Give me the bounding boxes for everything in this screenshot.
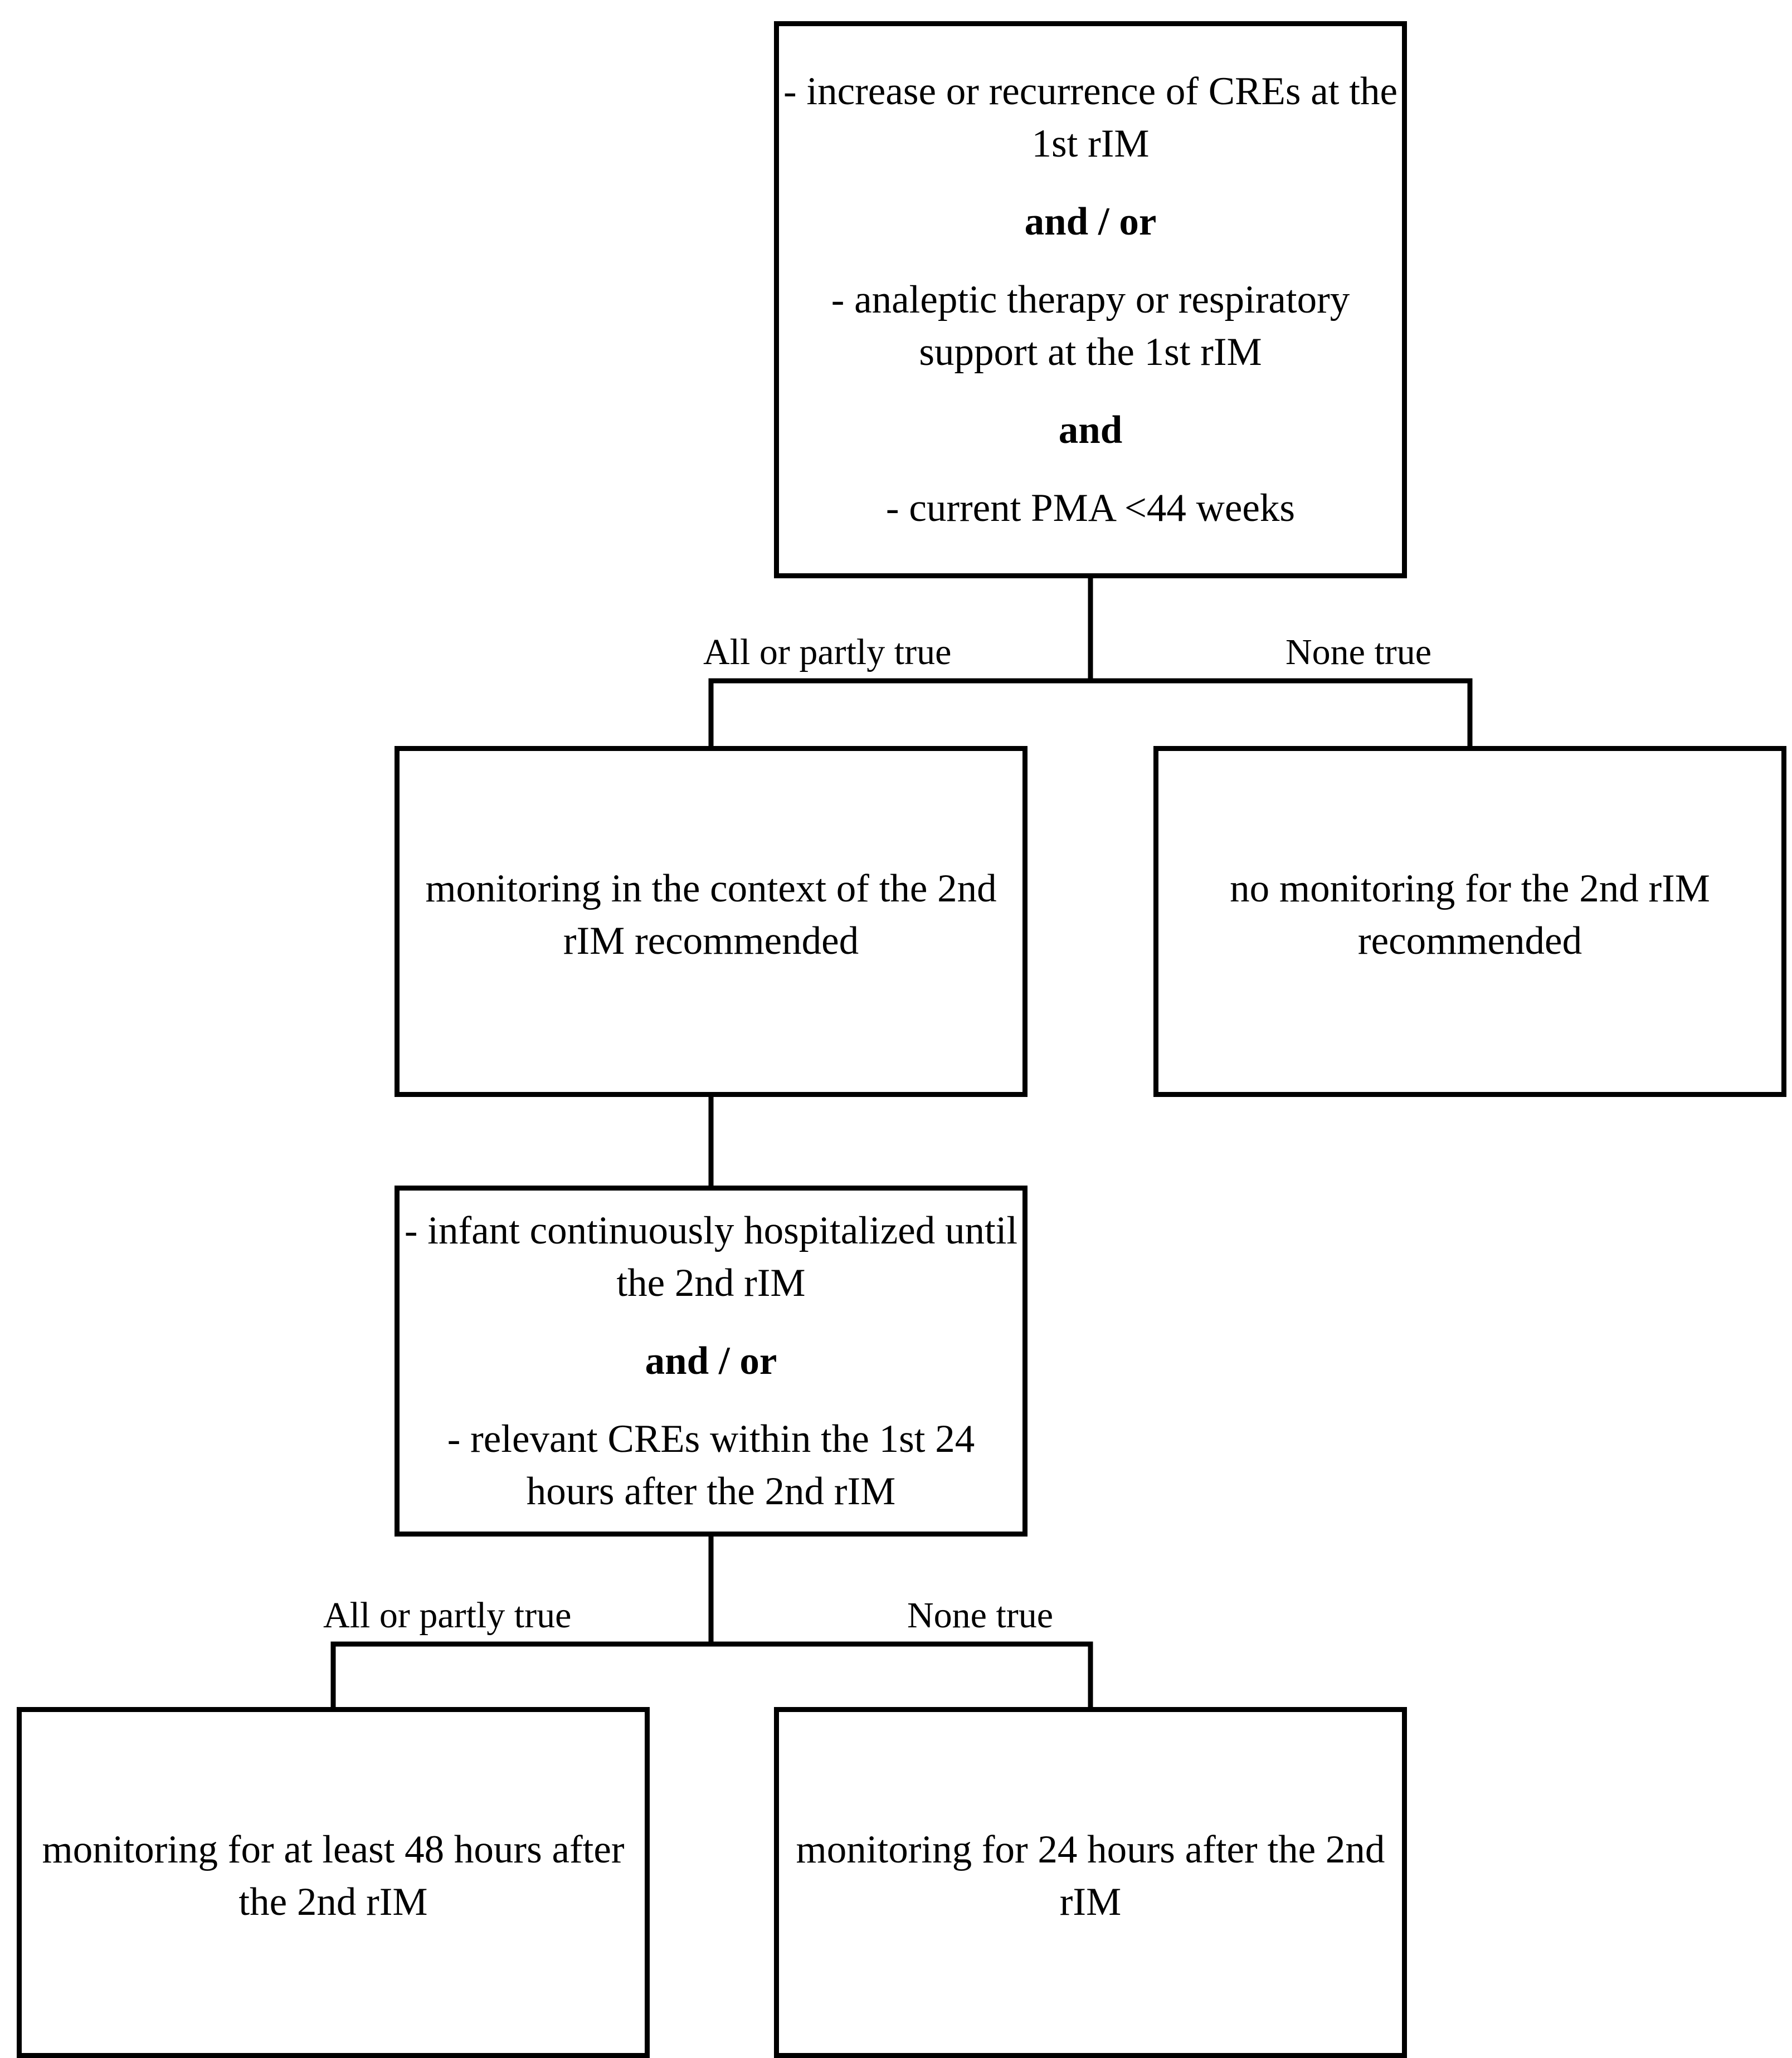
conjunction-and-or: and / or xyxy=(645,1339,777,1383)
criterion-analeptic-therapy: - analeptic therapy or respiratory suppo… xyxy=(831,278,1350,374)
outcome-text: monitoring for 24 hours after the 2nd rI… xyxy=(796,1828,1385,1924)
criterion-continuously-hospitalized: - infant continuously hospitalized until… xyxy=(404,1209,1018,1305)
outcome-text: monitoring for at least 48 hours after t… xyxy=(42,1828,625,1924)
branch-label-none-true: None true xyxy=(1285,632,1432,672)
branch-label-all-or-partly-true: All or partly true xyxy=(703,632,952,672)
outcome-text: monitoring in the context of the 2nd rIM… xyxy=(425,867,997,963)
criterion-relevant-cres: - relevant CREs within the 1st 24 hours … xyxy=(447,1417,975,1513)
conjunction-and-or: and / or xyxy=(1024,200,1157,243)
outcome-box-monitoring-48h: monitoring for at least 48 hours after t… xyxy=(17,1707,650,2058)
branch-label-all-or-partly-true: All or partly true xyxy=(323,1595,572,1636)
criteria-box-first-rim: - increase or recurrence of CREs at the … xyxy=(774,21,1407,578)
criteria-box-second-rim: - infant continuously hospitalized until… xyxy=(395,1186,1028,1537)
criterion-current-pma: - current PMA <44 weeks xyxy=(885,486,1296,530)
outcome-text: no monitoring for the 2nd rIM recommende… xyxy=(1230,867,1710,963)
outcome-box-monitoring-recommended: monitoring in the context of the 2nd rIM… xyxy=(395,746,1028,1097)
criterion-cre-increase: - increase or recurrence of CREs at the … xyxy=(783,70,1397,165)
outcome-box-no-monitoring: no monitoring for the 2nd rIM recommende… xyxy=(1153,746,1786,1097)
branch-label-none-true: None true xyxy=(907,1595,1054,1636)
outcome-box-monitoring-24h: monitoring for 24 hours after the 2nd rI… xyxy=(774,1707,1407,2058)
conjunction-and: and xyxy=(1058,408,1123,452)
